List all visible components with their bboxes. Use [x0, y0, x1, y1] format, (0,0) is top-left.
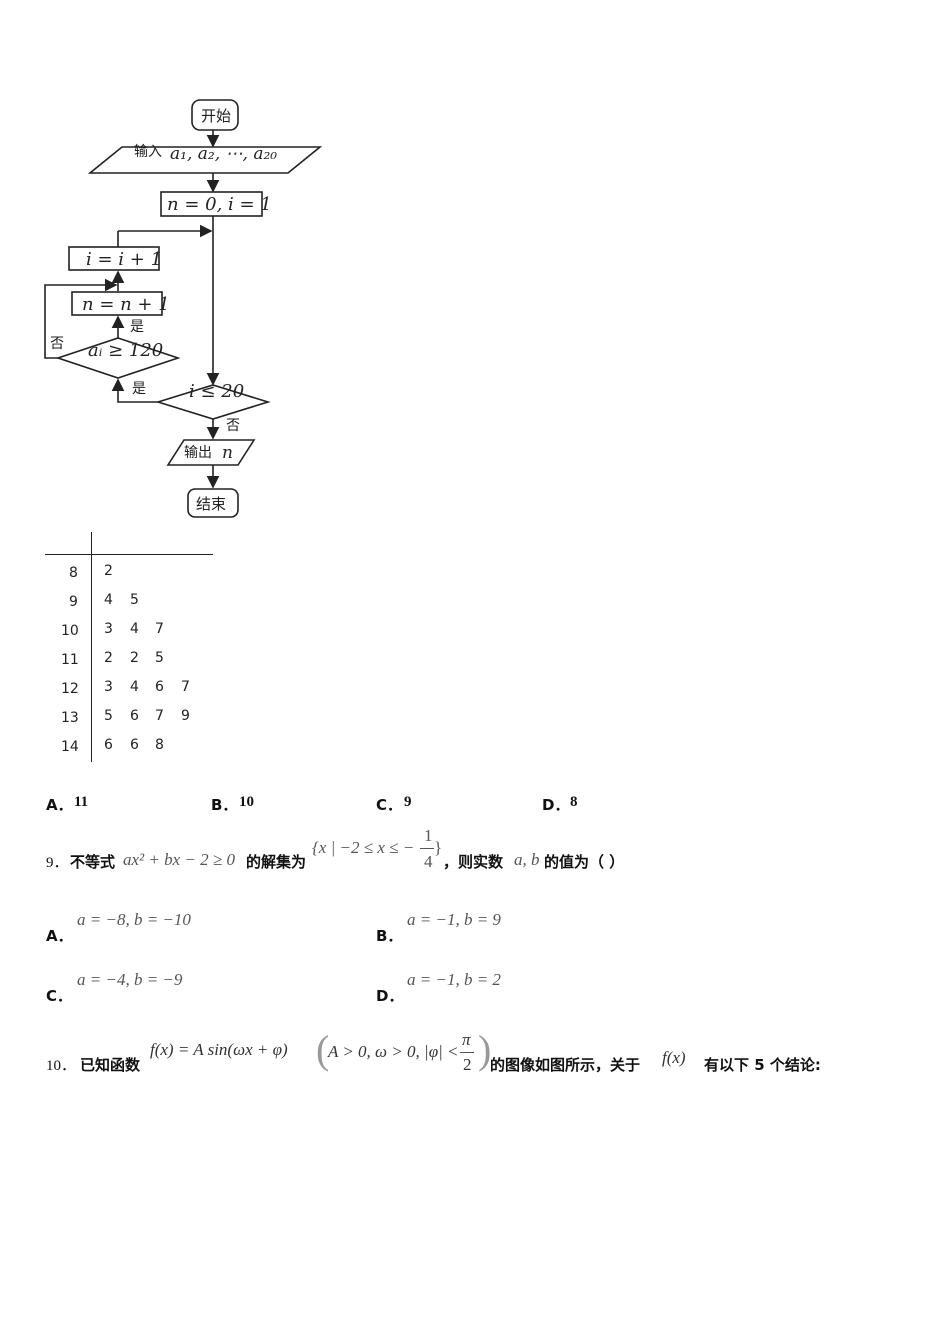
q9-text2: 的解集为 — [246, 853, 307, 871]
q9-set-frac-num: 1 — [424, 826, 433, 845]
q9-text1: 不等式 — [70, 853, 116, 871]
stem-value: 14 — [61, 739, 79, 755]
q9-number: 9． — [46, 855, 69, 871]
leaf-value: 4 — [130, 621, 139, 637]
q10-func: f(x) = A sin(ωx + φ) — [150, 1040, 288, 1059]
incr-i-label: i = i + 1 — [86, 249, 162, 270]
q10-text1: 已知函数 — [80, 1056, 141, 1074]
q10-question: 10． 已知函数 f(x) = A sin(ωx + φ) ( A > 0, ω… — [46, 1030, 926, 1080]
leaf-value: 6 — [130, 708, 139, 724]
leaf-value: 3 — [104, 621, 113, 637]
q9-option-label: A． — [46, 927, 73, 945]
q10-paren-left: ( — [316, 1027, 330, 1072]
leaf-value: 3 — [104, 679, 113, 695]
q9-option-label: B． — [376, 927, 403, 945]
leaf-value: 2 — [104, 563, 113, 579]
leaf-value: 8 — [155, 737, 164, 753]
init-node — [160, 191, 263, 217]
leaf-value: 5 — [155, 650, 164, 666]
incr-n-label: n = n + 1 — [82, 294, 170, 315]
start-node — [191, 99, 239, 131]
q10-cond: A > 0, ω > 0, |φ| < — [328, 1042, 459, 1061]
input-vars: a₁, a₂, ⋯, a₂₀ — [170, 144, 277, 164]
q8-option-value: 10 — [239, 794, 254, 810]
leaf-value: 4 — [130, 679, 139, 695]
q8-option-label: B． — [211, 796, 238, 814]
q9-set-right: } — [434, 838, 443, 857]
leaf-value: 7 — [155, 621, 164, 637]
init-label: n = 0, i = 1 — [167, 194, 272, 215]
q9-option-expr: a = −4, b = −9 — [77, 970, 183, 989]
q9-question: 9． 不等式 ax² + bx − 2 ≥ 0 的解集为 {x | −2 ≤ x… — [46, 826, 906, 878]
leaf-value: 4 — [104, 592, 113, 608]
leaf-value: 2 — [130, 650, 139, 666]
yes-label-outer: 是 — [132, 381, 146, 397]
leaf-value: 5 — [130, 592, 139, 608]
stem-value: 11 — [61, 652, 79, 668]
leaf-value: 6 — [155, 679, 164, 695]
leaf-value: 2 — [104, 650, 113, 666]
stem-value: 13 — [61, 710, 79, 726]
q10-fx: f(x) — [662, 1048, 686, 1067]
q9-option-expr: a = −8, b = −10 — [77, 910, 191, 929]
incr-n-node — [71, 291, 163, 316]
q9-frac-bar — [420, 848, 434, 849]
q10-pi-num: π — [462, 1030, 471, 1049]
q10-text3: 有以下 5 个结论: — [704, 1056, 821, 1074]
q9-text4: 的值为（ ） — [544, 853, 625, 871]
no-label-outer: 否 — [226, 418, 240, 434]
yes-label-inner: 是 — [130, 319, 144, 335]
stem-value: 10 — [61, 623, 79, 639]
q8-option-label: D． — [542, 796, 570, 814]
flowchart: 开始 输入 a₁, a₂, ⋯, a₂₀ n = 0, i = 1 i = i … — [44, 99, 323, 518]
stem-leaf-hline — [45, 554, 213, 555]
start-label: 开始 — [201, 107, 231, 125]
leaf-value: 7 — [181, 679, 190, 695]
leaf-value: 6 — [104, 737, 113, 753]
leaf-value: 6 — [130, 737, 139, 753]
stem-value: 9 — [69, 594, 78, 610]
output-node — [166, 439, 256, 466]
leaf-value: 5 — [104, 708, 113, 724]
q9-option-label: D． — [376, 987, 404, 1005]
stem-value: 8 — [69, 565, 78, 581]
q8-option-label: C． — [376, 796, 403, 814]
q9-option-expr: a = −1, b = 2 — [407, 970, 501, 989]
q10-paren-right: ) — [478, 1027, 492, 1072]
output-var: n — [222, 443, 233, 463]
input-label: 输入 — [134, 144, 162, 160]
q10-frac-bar — [460, 1052, 474, 1053]
stem-leaf-vline — [91, 532, 92, 762]
q8-option-label: A． — [46, 796, 73, 814]
q9-text3: ，则实数 — [443, 853, 504, 871]
end-node — [187, 488, 239, 518]
q8-option-value: 8 — [570, 794, 578, 810]
q9-option-expr: a = −1, b = 9 — [407, 910, 501, 929]
output-label: 输出 — [184, 445, 212, 461]
q8-option-value: 11 — [74, 794, 89, 810]
leaf-value: 7 — [155, 708, 164, 724]
cond-inner-label: aᵢ ≥ 120 — [88, 340, 163, 361]
input-node — [87, 146, 323, 174]
cond-inner-node — [55, 337, 181, 379]
end-label: 结束 — [196, 495, 226, 513]
q9-expr: ax² + bx − 2 ≥ 0 — [123, 850, 235, 869]
no-label-inner: 否 — [50, 336, 64, 352]
leaf-value: 9 — [181, 708, 190, 724]
q10-number: 10． — [46, 1058, 77, 1074]
q9-vars: a, b — [514, 850, 540, 869]
stem-value: 12 — [61, 681, 79, 697]
incr-i-node — [68, 246, 160, 271]
q9-set-left: {x | −2 ≤ x ≤ − — [312, 838, 415, 857]
cond-outer-label: i ≤ 20 — [189, 381, 244, 402]
q10-pi-den: 2 — [463, 1055, 472, 1074]
q9-set-frac-den: 4 — [424, 852, 433, 871]
q9-option-label: C． — [46, 987, 73, 1005]
q10-text2: 的图像如图所示，关于 — [490, 1056, 641, 1074]
q8-option-value: 9 — [404, 794, 412, 810]
